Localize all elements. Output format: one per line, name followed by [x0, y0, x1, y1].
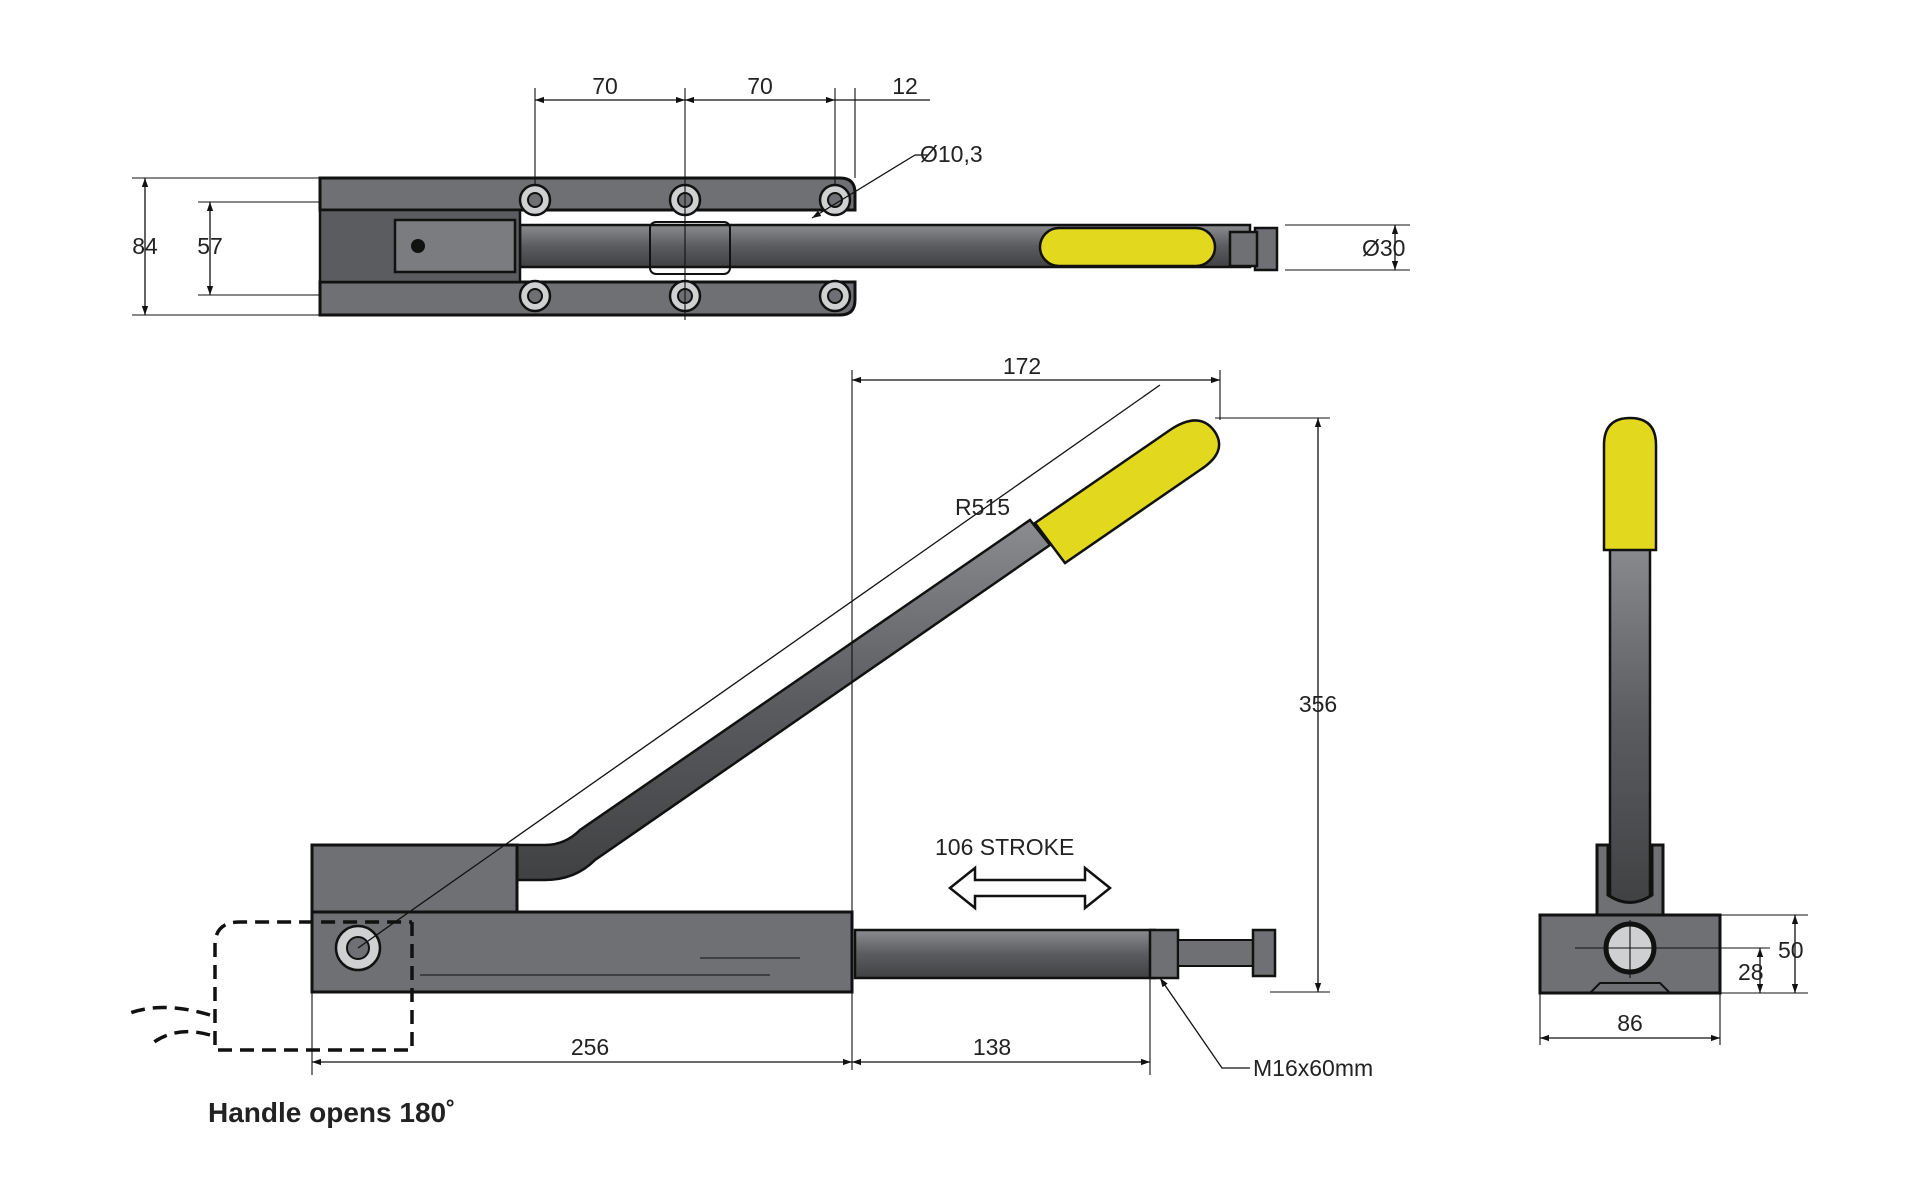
side-bracket	[1595, 843, 1665, 917]
front-nut	[1148, 928, 1180, 980]
front-view: R515 172 356 106 STROKE 256 138 M16x60mm…	[124, 353, 1373, 1128]
front-bolt	[1177, 939, 1254, 967]
front-handle-block	[310, 843, 519, 917]
front-handle-arm	[508, 518, 1052, 882]
top-body-upper	[318, 176, 857, 212]
dim-138: 138	[973, 1034, 1011, 1060]
stroke-arrow-icon	[947, 865, 1113, 911]
front-handle-open-outline	[213, 920, 414, 1052]
dim-57: 57	[197, 233, 223, 259]
top-bolt-head	[1253, 226, 1279, 272]
dim-256: 256	[571, 1034, 609, 1060]
caption: Handle opens 180˚	[208, 1097, 455, 1128]
front-base	[310, 910, 854, 994]
dim-12: 12	[892, 73, 918, 99]
dim-70-b: 70	[747, 73, 773, 99]
top-nut	[1228, 230, 1259, 268]
side-handle-rod	[1608, 538, 1652, 907]
stroke-label: 106 STROKE	[935, 834, 1074, 860]
front-bolt-head	[1251, 928, 1277, 978]
top-pivot-pin	[411, 239, 425, 253]
front-piston-rod	[853, 928, 1157, 980]
dim-356: 356	[1299, 691, 1337, 717]
dim-r515: R515	[955, 494, 1010, 520]
side-handle-grip	[1602, 416, 1658, 552]
dim-28: 28	[1738, 959, 1764, 985]
top-body-lower	[318, 280, 857, 317]
dim-84: 84	[132, 233, 158, 259]
top-link	[649, 221, 731, 275]
dim-86: 86	[1617, 1010, 1643, 1036]
dim-50: 50	[1778, 937, 1804, 963]
dim-172: 172	[1003, 353, 1041, 379]
dim-rod-dia: Ø30	[1362, 235, 1405, 261]
dim-70-a: 70	[592, 73, 618, 99]
dim-hole-dia: Ø10,3	[920, 141, 983, 167]
top-grip	[1038, 226, 1217, 268]
top-view: 70 70 12 Ø10,3 84 57 Ø30	[132, 73, 1410, 320]
side-view: 50 28 86	[1538, 416, 1808, 1045]
front-handle-grip	[1033, 419, 1221, 565]
bolt-spec: M16x60mm	[1253, 1055, 1373, 1081]
